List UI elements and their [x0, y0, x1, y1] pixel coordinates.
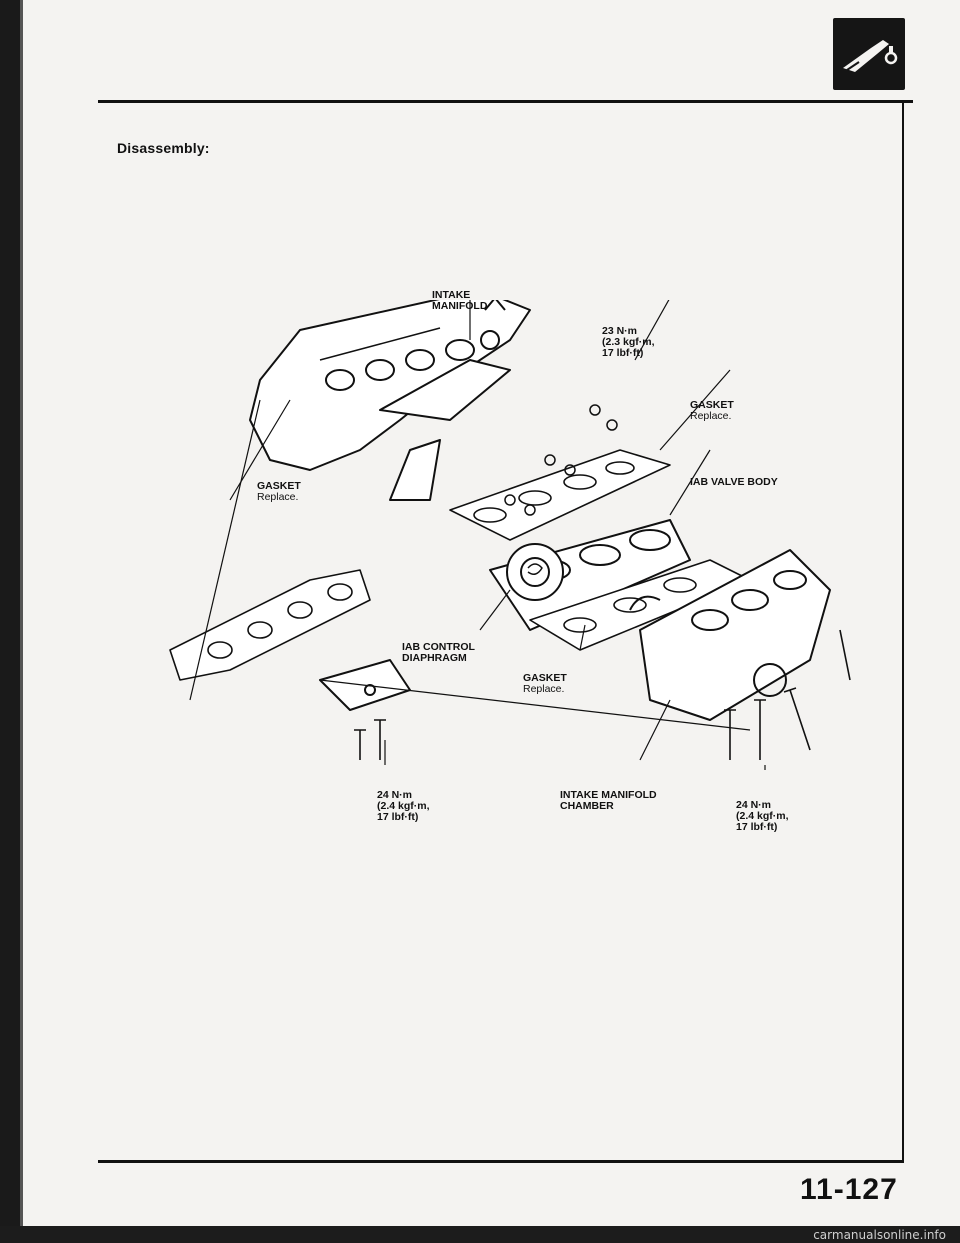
binding-edge	[20, 0, 23, 1243]
label-iab-control-diaphragm-line1: IAB CONTROL	[402, 641, 475, 653]
label-torque-bottom-left-line3: 17 lbf·ft)	[377, 811, 419, 823]
label-intake-manifold-chamber: INTAKE MANIFOLD CHAMBER	[560, 790, 657, 812]
section-heading: Disassembly:	[117, 140, 210, 156]
label-torque-bottom-right: 24 N·m (2.4 kgf·m, 17 lbf·ft)	[736, 800, 789, 833]
label-torque-bottom-right-line2: (2.4 kgf·m,	[736, 810, 789, 822]
label-torque-bottom-left-line1: 24 N·m	[377, 789, 413, 801]
label-intake-manifold: INTAKE MANIFOLD	[432, 290, 487, 312]
label-iab-valve-body: IAB VALVE BODY	[690, 476, 778, 488]
top-rule	[98, 100, 913, 103]
label-iab-control-diaphragm: IAB CONTROL DIAPHRAGM	[402, 642, 475, 664]
binding-bar	[0, 0, 20, 1243]
label-torque-top-line1: 23 N·m	[602, 325, 638, 337]
label-gasket-right-note: Replace.	[690, 410, 732, 422]
label-intake-manifold-chamber-line1: INTAKE MANIFOLD	[560, 789, 657, 801]
bottom-rule	[98, 1160, 904, 1163]
label-intake-manifold-chamber-line2: CHAMBER	[560, 800, 614, 812]
label-intake-manifold-line2: MANIFOLD	[432, 300, 488, 312]
label-gasket-left-title: GASKET	[257, 480, 301, 492]
label-iab-control-diaphragm-line2: DIAPHRAGM	[402, 652, 467, 664]
intake-manifold-section-icon	[833, 18, 905, 90]
label-torque-bottom-right-line1: 24 N·m	[736, 799, 772, 811]
label-torque-bottom-left-line2: (2.4 kgf·m,	[377, 800, 430, 812]
watermark-text: carmanualsonline.info	[813, 1228, 946, 1242]
intake-manifold-chamber-drawing	[629, 549, 831, 721]
bolts-drawing	[354, 629, 851, 760]
upper-gasket-drawing	[449, 449, 671, 541]
label-gasket-center-note: Replace.	[523, 683, 565, 695]
intake-manifold-exploded-diagram	[150, 300, 880, 770]
nuts-drawing	[504, 404, 618, 516]
page-number: 11-127	[800, 1173, 898, 1206]
label-intake-manifold-line1: INTAKE	[432, 289, 471, 301]
label-torque-bottom-left: 24 N·m (2.4 kgf·m, 17 lbf·ft)	[377, 790, 430, 823]
label-torque-top-line2: (2.3 kgf·m,	[602, 336, 655, 348]
iab-control-diaphragm-drawing	[506, 543, 564, 601]
label-gasket-left-note: Replace.	[257, 491, 299, 503]
label-torque-top: 23 N·m (2.3 kgf·m, 17 lbf·ft)	[602, 326, 655, 359]
leader-lines	[189, 300, 766, 770]
label-torque-bottom-right-line3: 17 lbf·ft)	[736, 821, 778, 833]
label-gasket-center-title: GASKET	[523, 672, 567, 684]
label-gasket-right-title: GASKET	[690, 399, 734, 411]
frame-right-rule	[902, 100, 904, 1162]
label-gasket-left: GASKET Replace.	[257, 481, 301, 503]
intake-manifold-drawing	[249, 300, 531, 501]
footer-strip	[0, 1226, 960, 1243]
label-torque-top-line3: 17 lbf·ft)	[602, 347, 644, 359]
left-flange-drawing	[169, 569, 371, 681]
label-gasket-center: GASKET Replace.	[523, 673, 567, 695]
label-gasket-right: GASKET Replace.	[690, 400, 734, 422]
